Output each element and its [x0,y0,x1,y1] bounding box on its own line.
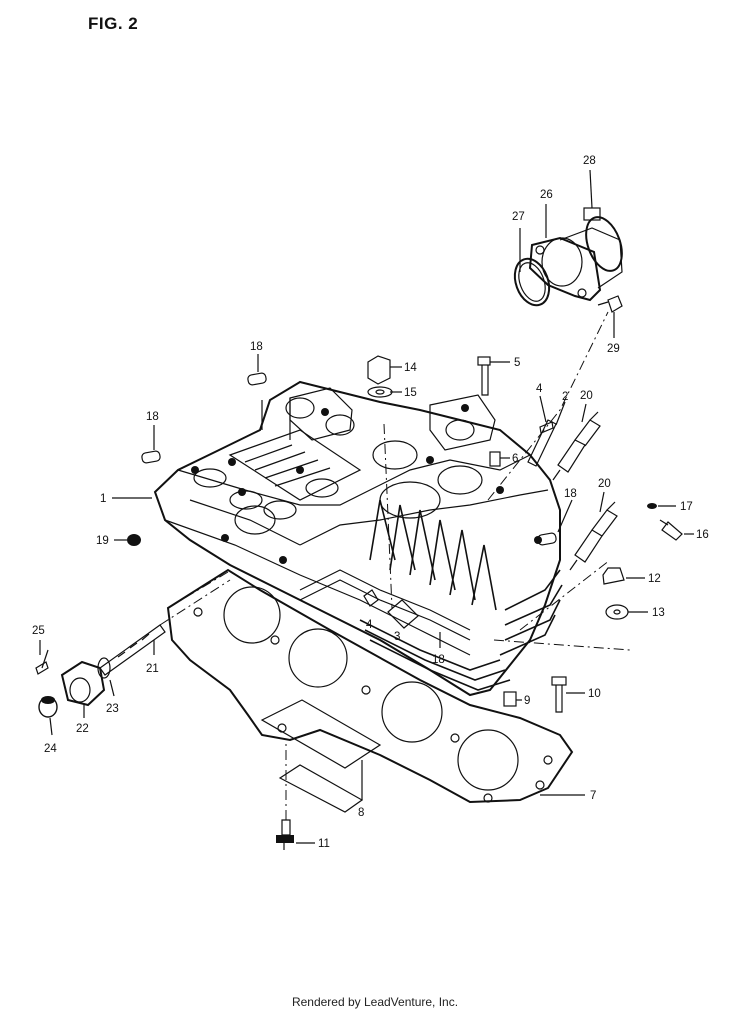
spark-plug-lower [569,501,618,571]
callout-18-lower: 18 [432,654,445,666]
intake-pipe-assembly [487,207,623,501]
shim-18-left [141,450,161,464]
callout-21: 21 [146,663,159,675]
callout-20-lower: 20 [598,478,611,490]
callout-4-upper: 4 [536,383,543,395]
callout-15: 15 [404,387,417,399]
callout-7: 7 [590,790,596,802]
callout-2: 2 [562,391,568,403]
leader-lines [39,169,694,844]
callout-16: 16 [696,529,709,541]
shim-18-upper [247,372,267,386]
cap-nut-12 [602,567,625,585]
callout-20-upper: 20 [580,390,593,402]
callout-14: 14 [404,362,417,374]
callout-11: 11 [318,838,330,850]
callout-18-upper: 18 [250,341,263,353]
bolt-5 [477,356,491,396]
cylinder-head [153,380,561,697]
callout-9: 9 [524,695,530,707]
bolt-10 [551,676,567,713]
washer-13 [605,604,629,620]
callout-18-left: 18 [146,411,159,423]
head-gasket [166,568,574,804]
oil-seal-4 [539,421,554,434]
callout-17: 17 [680,501,693,513]
callout-19: 19 [96,535,109,547]
spark-plug-upper [552,411,601,481]
callout-22: 22 [76,723,89,735]
callout-27: 27 [512,211,525,223]
figure-title: FIG. 2 [88,14,139,33]
callout-3: 3 [394,631,400,643]
callout-24: 24 [44,743,57,755]
shim-18-right [537,532,557,546]
callout-6: 6 [512,453,518,465]
callout-numbers: 1 2 3 4 4 5 6 7 8 9 10 11 12 13 14 15 16… [32,155,709,850]
callout-1: 1 [100,493,106,505]
callout-25: 25 [32,625,45,637]
callout-5: 5 [514,357,520,369]
callout-28: 28 [583,155,596,167]
callout-8: 8 [358,807,364,819]
dowel-pin-9 [503,691,517,707]
plug-19 [127,534,141,546]
dowel-pin-6 [489,451,501,467]
callout-23: 23 [106,703,119,715]
callout-4-lower: 4 [366,619,373,631]
callout-13: 13 [652,607,665,619]
bolt-16 [659,519,683,541]
callout-29: 29 [607,343,620,355]
tensioner-assembly [35,624,166,718]
cooling-fins [299,499,563,691]
valve-guide-3 [363,589,419,629]
callout-10: 10 [588,688,601,700]
bolt-11 [276,819,294,850]
cap-nut-14 [367,355,393,398]
footer-credit: Rendered by LeadVenture, Inc. [291,995,459,1009]
washer-17 [647,503,657,509]
callout-12: 12 [648,573,661,585]
callout-18-right: 18 [564,488,577,500]
callout-26: 26 [540,189,553,201]
